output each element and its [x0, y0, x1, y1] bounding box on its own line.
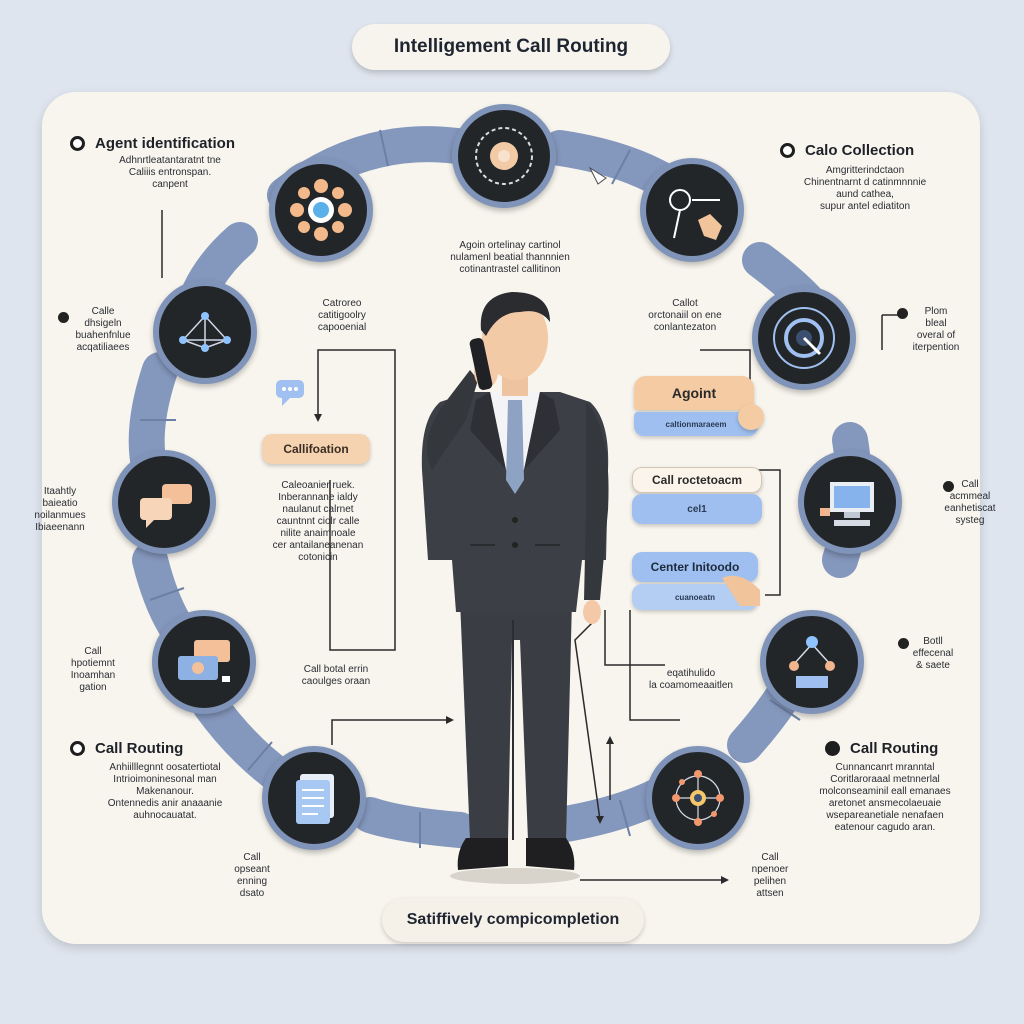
- target-network-icon: [773, 307, 835, 369]
- node-computer[interactable]: [798, 450, 902, 554]
- node-cursor-hand[interactable]: [640, 158, 744, 262]
- person-figure: [421, 292, 609, 884]
- callification-chip[interactable]: Callifoation: [262, 434, 370, 464]
- step-marker-icon: [780, 143, 795, 158]
- side-label-right-2: Call acmmeal eanhetiscat systeg: [944, 479, 996, 526]
- message-cards-icon: [178, 640, 230, 682]
- network-icon: [179, 312, 231, 352]
- side-label-left-2: Itaahtly baieatio noilanmues Ibiaeenann: [34, 486, 86, 533]
- side-label-left-1: Calle dhsigeln buahenfnlue acqatiliaees: [75, 306, 131, 353]
- node-chat-bubbles[interactable]: [112, 450, 216, 554]
- call-routing-right-text: Cunnancanrt mranntal Coritlaroraaal metn…: [819, 762, 951, 833]
- bullet-icon: [943, 481, 954, 492]
- chat-bubble-icon: [276, 380, 304, 406]
- node-gear-flower[interactable]: [269, 158, 373, 262]
- hub-network-icon: [672, 770, 724, 826]
- document-icon: [296, 774, 334, 824]
- node-flowchart[interactable]: [760, 610, 864, 714]
- call-collection-text: Amgritterindctaon Chinentnarnt d catinmn…: [803, 165, 927, 212]
- center-right-low-text: eqatihulido la coamomeaaitlen: [649, 668, 733, 691]
- agent-chip[interactable]: Agoint: [634, 376, 754, 410]
- call-routing-left-text: Anhiilllegnnt oosatertiotal Intrioimonin…: [107, 762, 223, 821]
- step-marker-icon: [70, 741, 85, 756]
- center-top-text: Agoin ortelinay cartinol nulamenl beatia…: [450, 240, 570, 275]
- heading-call-routing-right: Call Routing: [825, 740, 938, 757]
- step-marker-icon: [825, 741, 840, 756]
- bullet-icon: [898, 638, 909, 649]
- heading-agent-identification: Agent identification: [70, 135, 235, 152]
- side-label-right-1: Plom bleal overal of iterpention: [912, 306, 960, 353]
- node-message-cards[interactable]: [152, 610, 256, 714]
- step-marker-icon: [70, 136, 85, 151]
- spiral-icon: [475, 127, 533, 185]
- gear-flower-icon: [290, 179, 352, 241]
- node-network[interactable]: [153, 280, 257, 384]
- center-left-mid-text: Catroreo catitigoolry capooenial: [317, 298, 367, 333]
- side-label-right-bottom: Call npenoer pelihen attsen: [751, 852, 789, 899]
- page-title: Intelligement Call Routing: [352, 24, 670, 70]
- center-left-column-text: Caleoanier ruek. Inberannane ialdy naula…: [272, 480, 364, 563]
- node-target-network[interactable]: [752, 286, 856, 390]
- node-document[interactable]: [262, 746, 366, 850]
- center-right-mid-text: Callot orctonaiil on ene conlantezaton: [648, 298, 722, 333]
- call-collection-sub-chip[interactable]: cel1: [632, 494, 762, 524]
- agent-sub-chip[interactable]: caltionmaraeem: [634, 412, 758, 436]
- heading-call-routing-left: Call Routing: [70, 740, 183, 757]
- cursor-hand-icon: [669, 189, 722, 240]
- call-collection-chip[interactable]: Call roctetoacm: [632, 467, 762, 493]
- side-label-right-3: Botll effecenal & saete: [912, 636, 954, 671]
- node-spiral[interactable]: [452, 104, 556, 208]
- paper-plane-icon: [588, 166, 607, 185]
- completion-label: Satiffively compicompletion: [382, 898, 644, 942]
- side-label-left-3: Call hpotiemnt Inoamhan gation: [70, 646, 116, 693]
- heading-call-collection: Calo Collection: [780, 142, 914, 159]
- center-sub-chip[interactable]: cuanoeatn: [632, 584, 758, 610]
- bullet-icon: [58, 312, 69, 323]
- node-hub-network[interactable]: [646, 746, 750, 850]
- flowchart-icon: [789, 636, 835, 688]
- side-label-left-bottom: Call opseant enning dsato: [234, 852, 270, 899]
- computer-icon: [820, 482, 874, 526]
- toggle-knob-icon[interactable]: [738, 404, 764, 430]
- agent-identification-text: Adhnrtleatantaratnt tne Caliiis entronsp…: [119, 155, 221, 190]
- chat-bubbles-icon: [140, 484, 192, 528]
- bullet-icon: [897, 308, 908, 319]
- center-left-low-text: Call botal errin caoulges oraan: [301, 664, 371, 687]
- center-chip[interactable]: Center Initoodo: [632, 552, 758, 582]
